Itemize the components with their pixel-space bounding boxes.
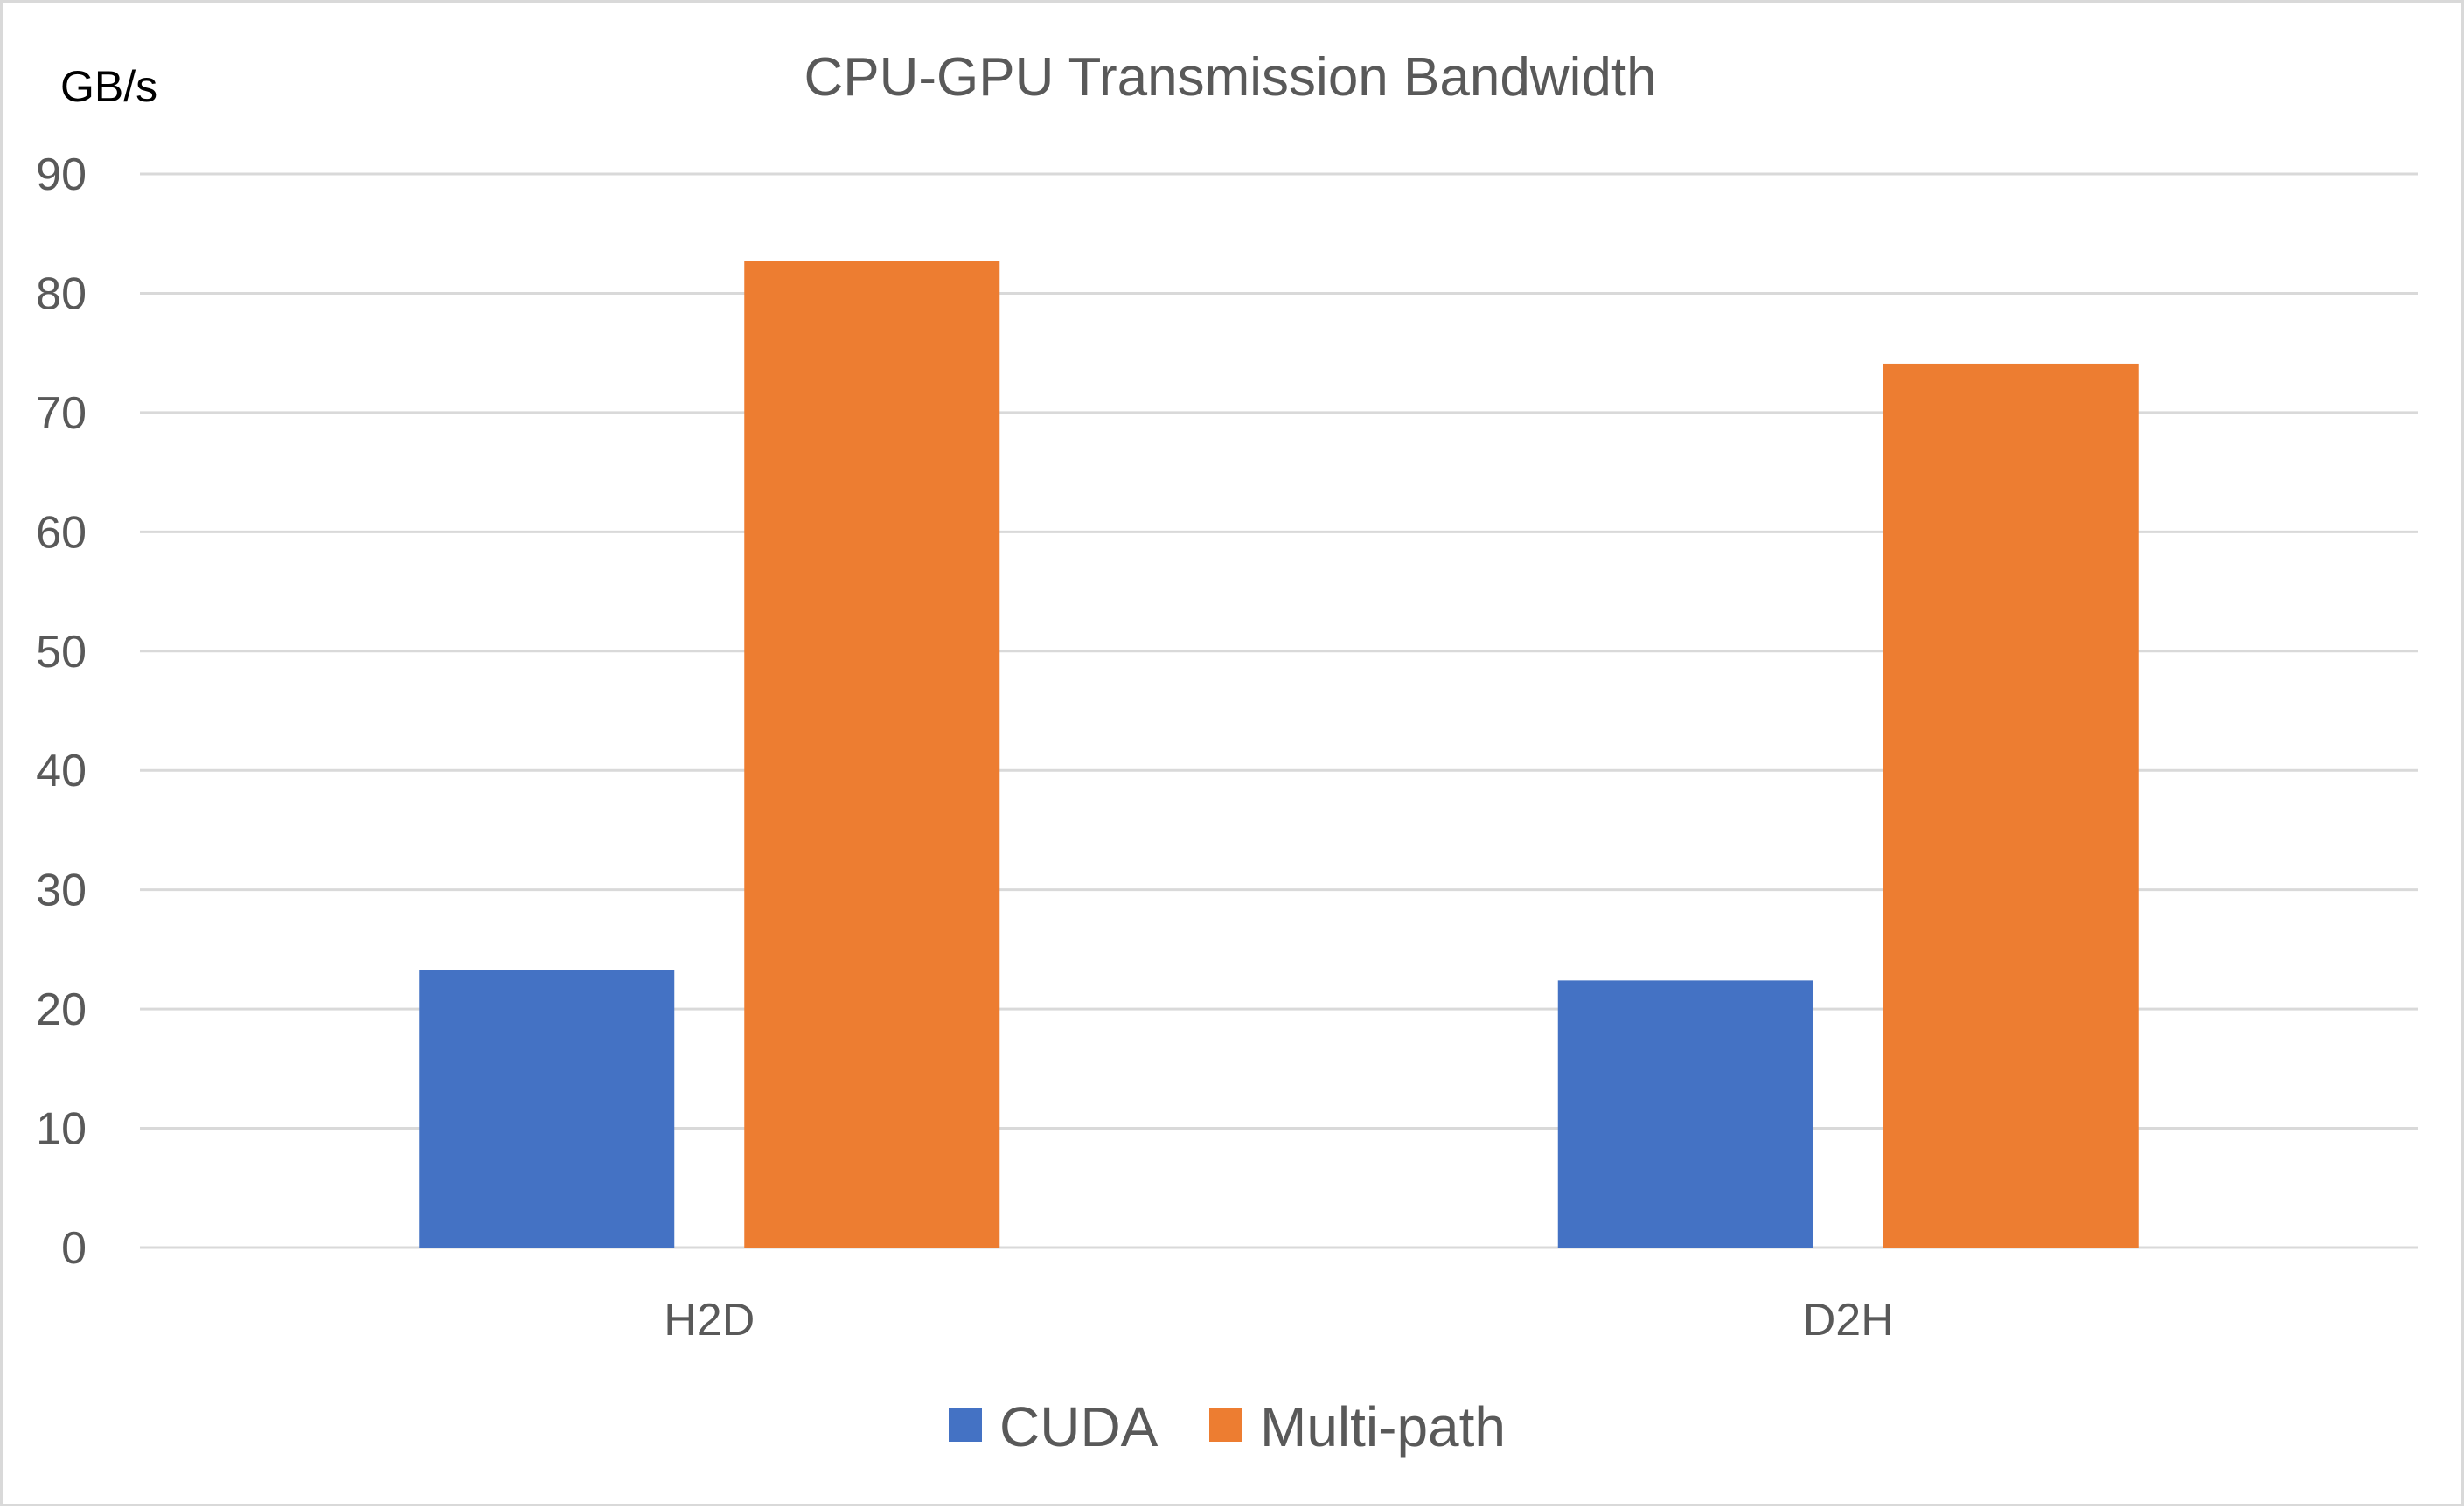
bar-cuda-h2d bbox=[419, 970, 675, 1248]
y-tick-label: 10 bbox=[36, 1104, 87, 1155]
y-tick-label: 80 bbox=[36, 268, 87, 319]
y-tick-label: 70 bbox=[36, 388, 87, 439]
legend-label: Multi-path bbox=[1260, 1395, 1506, 1458]
y-tick-label: 40 bbox=[36, 746, 87, 796]
y-tick-label: 90 bbox=[36, 150, 87, 200]
y-tick-label: 50 bbox=[36, 627, 87, 678]
bar-chart: 0 10 20 30 40 50 60 70 80 90 H2D D2H CPU-GPU Trans… bbox=[36, 47, 2418, 1458]
y-tick-label: 20 bbox=[36, 984, 87, 1035]
legend-swatch bbox=[949, 1408, 982, 1442]
bar-multi-path-h2d bbox=[744, 261, 1000, 1248]
legend: CUDA Multi-path bbox=[949, 1395, 1506, 1458]
y-tick-labels: 0 10 20 30 40 50 60 70 80 90 bbox=[36, 150, 87, 1274]
x-category-labels: H2D D2H bbox=[664, 1295, 1894, 1346]
x-category-label: D2H bbox=[1803, 1295, 1894, 1346]
bar-multi-path-d2h bbox=[1883, 363, 2139, 1248]
y-tick-label: 30 bbox=[36, 866, 87, 916]
bar-cuda-d2h bbox=[1557, 980, 1813, 1248]
x-category-label: H2D bbox=[664, 1295, 755, 1346]
y-tick-label: 60 bbox=[36, 507, 87, 558]
legend-swatch bbox=[1209, 1408, 1242, 1442]
legend-label: CUDA bbox=[999, 1395, 1159, 1458]
chart-title: CPU-GPU Transmission Bandwidth bbox=[804, 47, 1656, 108]
bars bbox=[419, 261, 2139, 1248]
y-tick-label: 0 bbox=[61, 1223, 87, 1274]
y-axis-unit-label: GB/s bbox=[60, 62, 157, 111]
